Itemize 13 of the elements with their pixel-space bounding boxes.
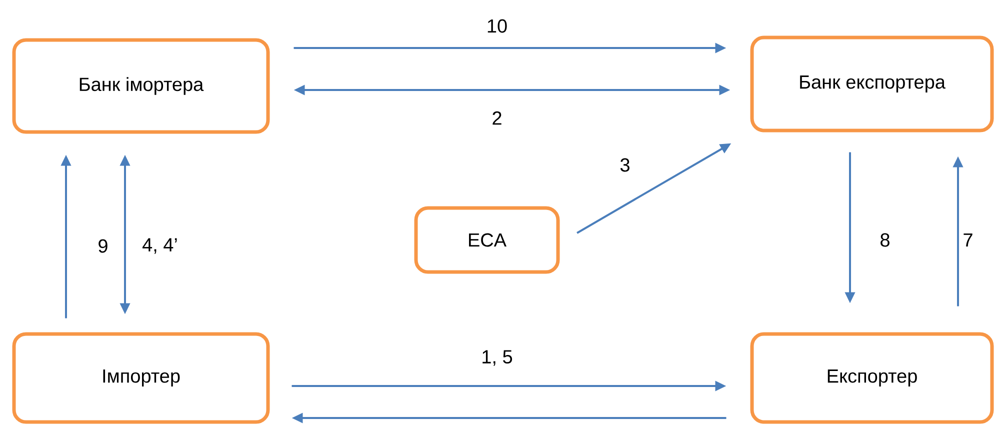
process-box: Експортер [750, 332, 994, 424]
edge-label: 4, 4’ [142, 238, 177, 254]
process-box: Банк експортера [750, 36, 994, 132]
edge-label: 2 [492, 111, 502, 125]
process-box: ECA [414, 206, 560, 274]
edge-label: 9 [98, 239, 108, 253]
process-box: Банк імортера [12, 38, 270, 134]
edge-label: 7 [964, 233, 972, 247]
edge-label: 3 [620, 158, 630, 172]
edge-label: 8 [880, 233, 890, 247]
process-box: Імпортер [12, 332, 270, 424]
edge-label: 10 [488, 19, 507, 33]
edge-label: 1, 5 [482, 350, 512, 366]
